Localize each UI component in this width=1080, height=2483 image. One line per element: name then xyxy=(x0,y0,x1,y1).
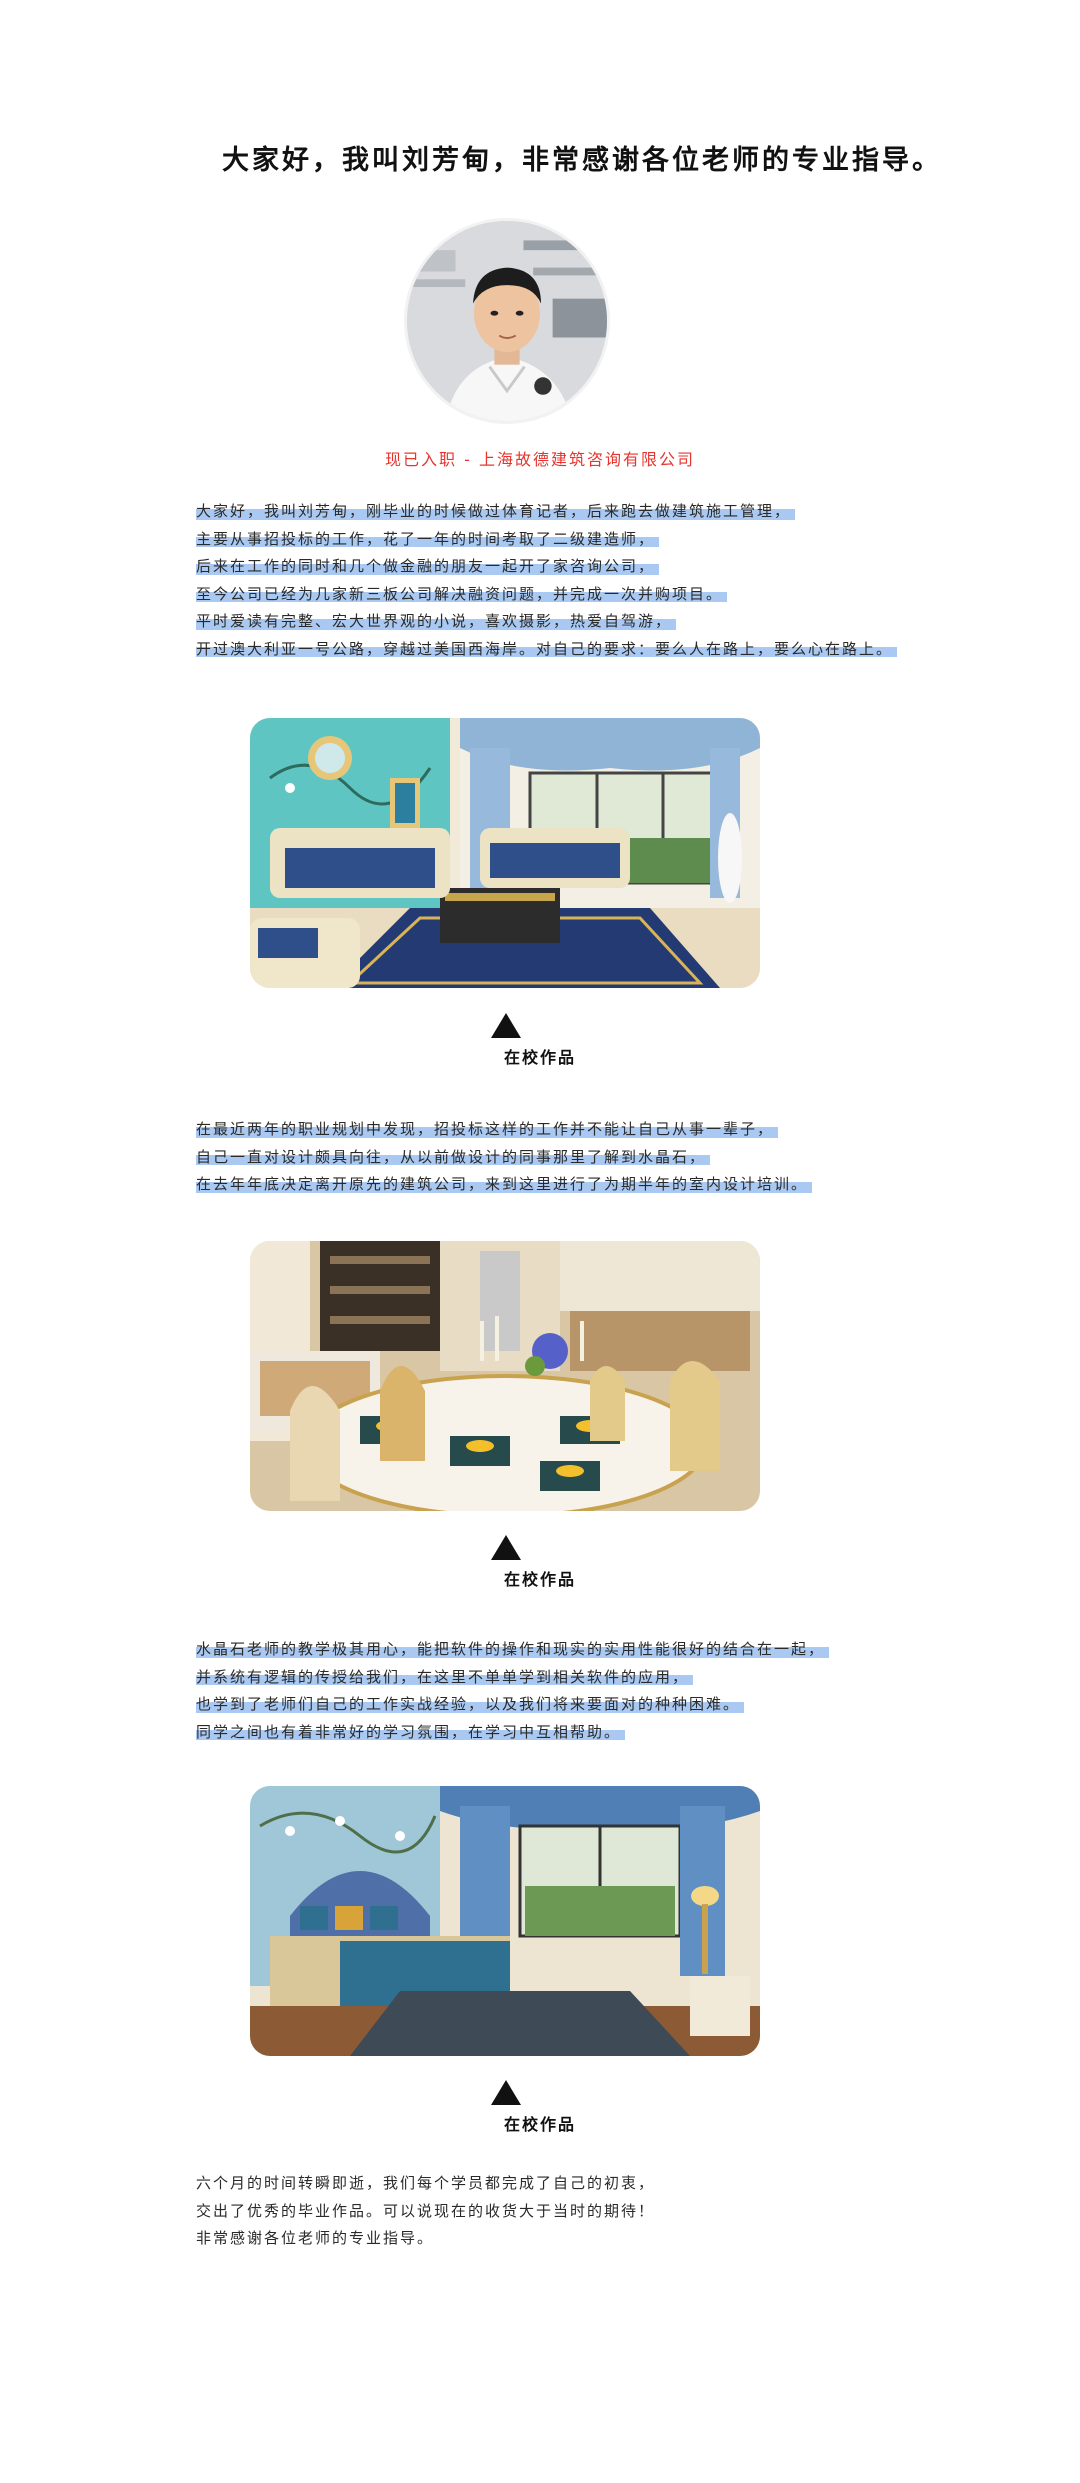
caption-arrow-icon xyxy=(491,1535,521,1560)
closing-paragraph: 六个月的时间转瞬即逝，我们每个学员都完成了自己的初衷， 交出了优秀的毕业作品。可… xyxy=(196,2170,659,2253)
intro-line: 平时爱读有完整、宏大世界观的小说，喜欢摄影，热爱自驾游， xyxy=(196,608,897,636)
career-line: 在最近两年的职业规划中发现，招投标这样的工作并不能让自己从事一辈子， xyxy=(196,1116,812,1144)
photo-caption: 在校作品 xyxy=(503,1048,576,1067)
teacher-line: 并系统有逻辑的传授给我们，在这里不单单学到相关软件的应用， xyxy=(196,1663,829,1691)
bedroom-photo xyxy=(250,1786,760,2056)
dining-room-photo xyxy=(250,1241,760,1511)
photo-caption: 在校作品 xyxy=(503,2115,576,2134)
intro-line: 后来在工作的同时和几个做金融的朋友一起开了家咨询公司， xyxy=(196,553,897,581)
intro-paragraph: 大家好，我叫刘芳甸，刚毕业的时候做过体育记者，后来跑去做建筑施工管理， 主要从事… xyxy=(196,498,898,663)
intro-line: 至今公司已经为几家新三板公司解决融资问题，并完成一次并购项目。 xyxy=(196,580,897,608)
career-paragraph: 在最近两年的职业规划中发现，招投标这样的工作并不能让自己从事一辈子， 自己一直对… xyxy=(196,1116,813,1199)
living-room-photo xyxy=(250,718,760,988)
student-avatar xyxy=(404,218,610,424)
closing-line: 交出了优秀的毕业作品。可以说现在的收货大于当时的期待！ xyxy=(196,2201,656,2220)
caption-arrow-icon xyxy=(491,2080,521,2105)
teacher-paragraph: 水晶石老师的教学极其用心，能把软件的操作和现实的实用性能很好的结合在一起， 并系… xyxy=(196,1636,830,1746)
teacher-line: 同学之间也有着非常好的学习氛围，在学习中互相帮助。 xyxy=(196,1718,829,1746)
caption-arrow-icon xyxy=(491,1013,521,1038)
photo-caption: 在校作品 xyxy=(503,1570,576,1589)
closing-line: 非常感谢各位老师的专业指导。 xyxy=(196,2229,435,2247)
closing-line: 六个月的时间转瞬即逝，我们每个学员都完成了自己的初衷， xyxy=(196,2174,656,2192)
teacher-line: 水晶石老师的教学极其用心，能把软件的操作和现实的实用性能很好的结合在一起， xyxy=(196,1636,830,1664)
page-heading: 大家好，我叫刘芳甸，非常感谢各位老师的专业指导。 xyxy=(222,145,942,176)
career-line: 自己一直对设计颇具向往，从以前做设计的同事那里了解到水晶石， xyxy=(196,1143,812,1171)
intro-line: 开过澳大利亚一号公路，穿越过美国西海岸。对自己的要求：要么人在路上，要么心在路上… xyxy=(196,635,898,663)
intro-line: 大家好，我叫刘芳甸，刚毕业的时候做过体育记者，后来跑去做建筑施工管理， xyxy=(196,498,897,526)
teacher-line: 也学到了老师们自己的工作实战经验，以及我们将来要面对的种种困难。 xyxy=(196,1691,829,1719)
career-line: 在去年年底决定离开原先的建筑公司，来到这里进行了为期半年的室内设计培训。 xyxy=(196,1171,813,1199)
employment-status: 现已入职 - 上海故德建筑咨询有限公司 xyxy=(385,450,695,469)
intro-line: 主要从事招投标的工作，花了一年的时间考取了二级建造师， xyxy=(196,525,897,553)
